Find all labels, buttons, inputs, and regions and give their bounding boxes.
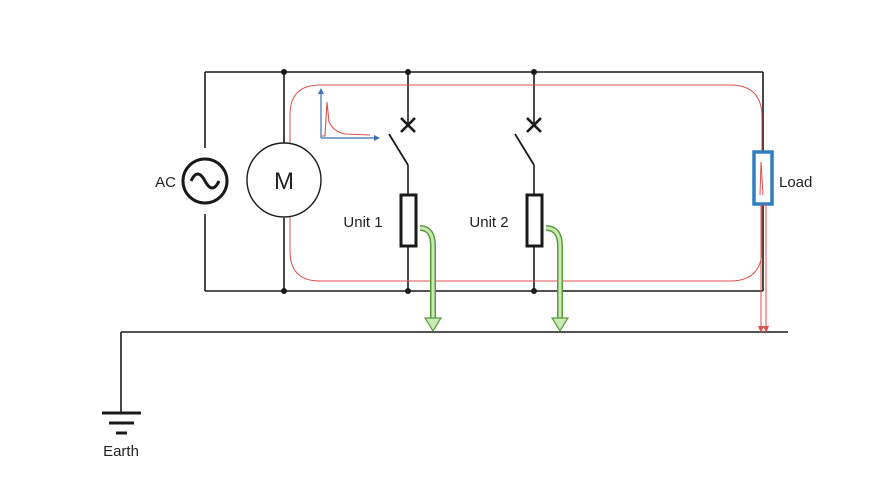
unit-2-resistor [525, 193, 544, 248]
earth-label: Earth [103, 443, 139, 460]
leakage-arrow-unit-1 [419, 225, 443, 333]
unit-1-resistor [399, 193, 418, 248]
junction-dots [281, 69, 537, 294]
circuit-breaker-icon [388, 117, 416, 166]
return-arrow-heads [758, 326, 769, 333]
ac-source-icon [181, 157, 229, 205]
leakage-arrow-unit-2 [545, 225, 570, 333]
motor-label: M [274, 168, 294, 195]
motor-icon [246, 142, 322, 218]
earth-ground-icon [102, 411, 141, 435]
load-label: Load [779, 174, 812, 191]
transient-waveform-icon [318, 88, 380, 141]
return-current-arrows [760, 204, 767, 328]
load-box [752, 150, 774, 206]
bus-wires [120, 71, 788, 412]
ac-label: AC [155, 174, 176, 191]
unit-2-label: Unit 2 [469, 214, 508, 231]
fault-current-path [289, 84, 763, 282]
unit-1-label: Unit 1 [343, 214, 382, 231]
circuit-breaker-icon [514, 117, 542, 166]
